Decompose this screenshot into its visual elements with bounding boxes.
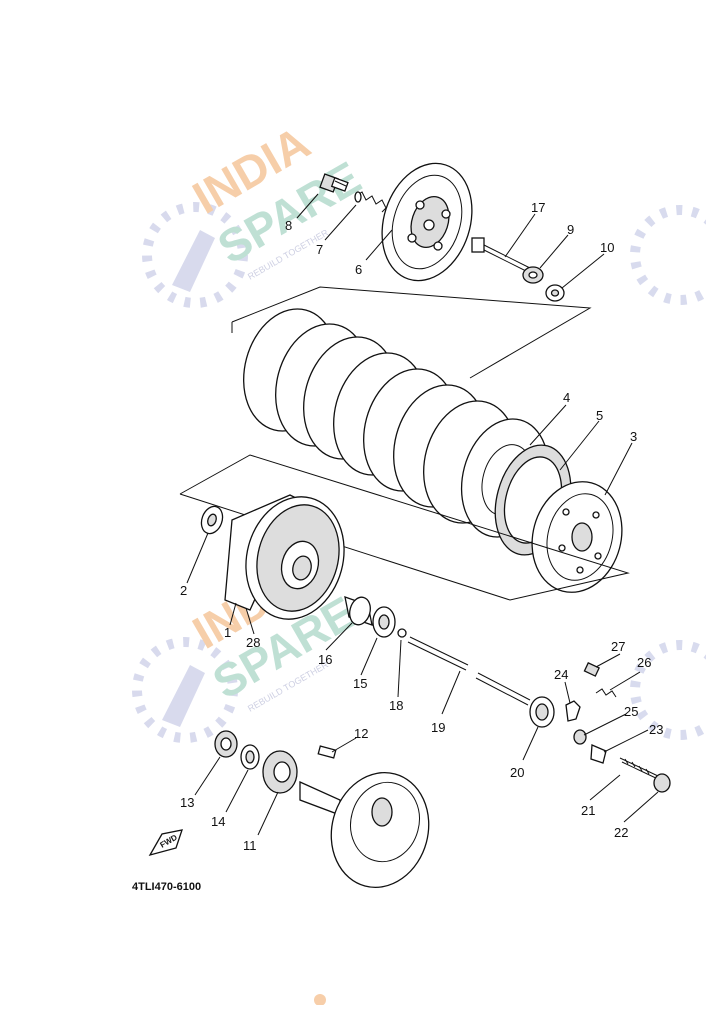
push-rod-part-19	[407, 636, 531, 706]
callout-leaders	[186, 193, 659, 836]
callout-5: 5	[596, 408, 603, 423]
callout-labels: 8 7 6 17 9 10 4 5 3 2 1 28 16 15 18 19 2…	[180, 200, 663, 853]
callout-1: 1	[224, 625, 231, 640]
callout-17: 17	[531, 200, 545, 215]
callout-11: 11	[243, 838, 257, 853]
primary-drive-housing	[299, 771, 430, 889]
callout-15: 15	[353, 676, 367, 691]
ball-part-18	[397, 628, 407, 638]
thrust-washer-part-2	[200, 505, 224, 535]
spring-part-7	[354, 191, 387, 213]
callout-22: 22	[614, 825, 628, 840]
callout-14: 14	[211, 814, 225, 829]
watermark-dot	[314, 994, 326, 1006]
callout-16: 16	[318, 652, 332, 667]
pressure-plate-group	[319, 162, 565, 302]
callout-3: 3	[630, 429, 637, 444]
callout-4: 4	[563, 390, 570, 405]
nut-part-13	[214, 730, 238, 758]
watermark-right-edge	[314, 205, 706, 1006]
clutch-boss-part-3	[531, 481, 623, 593]
callout-25: 25	[624, 704, 638, 719]
callout-8: 8	[285, 218, 292, 233]
clutch-plate-bracket	[231, 286, 592, 379]
wrench-logo-icon	[630, 640, 706, 740]
nut-part-22	[653, 773, 671, 793]
push-rod-part-17	[471, 237, 531, 273]
callout-28: 28	[246, 635, 260, 650]
clutch-housing-part-1	[224, 494, 345, 620]
callout-7: 7	[316, 242, 323, 257]
gear-part-11	[262, 750, 298, 794]
callout-2: 2	[180, 583, 187, 598]
bolt-part-8	[319, 173, 349, 193]
washer-part-14	[240, 744, 260, 770]
callout-12: 12	[354, 726, 368, 741]
watermark-top: INDIA SPARE REBUILD TOGETHER	[142, 116, 369, 308]
wrench-icon	[162, 665, 205, 727]
callout-27: 27	[611, 639, 625, 654]
callout-9: 9	[567, 222, 574, 237]
forward-arrow-icon: FWD	[148, 829, 183, 857]
callout-23: 23	[649, 722, 663, 737]
pressure-plate-part-6	[381, 162, 473, 282]
spring-part-26	[595, 688, 617, 698]
key-part-12	[317, 745, 337, 759]
wrench-logo-icon	[142, 202, 248, 308]
wrench-logo-icon	[630, 205, 706, 305]
callout-19: 19	[431, 720, 445, 735]
wrench-icon	[172, 230, 215, 292]
callout-18: 18	[389, 698, 403, 713]
callout-6: 6	[355, 262, 362, 277]
housing-bracket	[179, 454, 630, 601]
cam-part-23	[590, 744, 607, 764]
callout-24: 24	[554, 667, 568, 682]
callout-10: 10	[600, 240, 614, 255]
collar-part-16	[344, 596, 373, 626]
callout-13: 13	[180, 795, 194, 810]
release-mechanism	[565, 661, 671, 793]
callout-20: 20	[510, 765, 524, 780]
wrench-logo-icon	[132, 637, 238, 743]
callout-26: 26	[637, 655, 651, 670]
lever-part-24	[565, 700, 581, 722]
oring-part-25	[573, 729, 587, 745]
callout-21: 21	[581, 803, 595, 818]
screw-part-27	[583, 661, 600, 677]
diagram-code: 4TLI470-6100	[132, 881, 201, 893]
